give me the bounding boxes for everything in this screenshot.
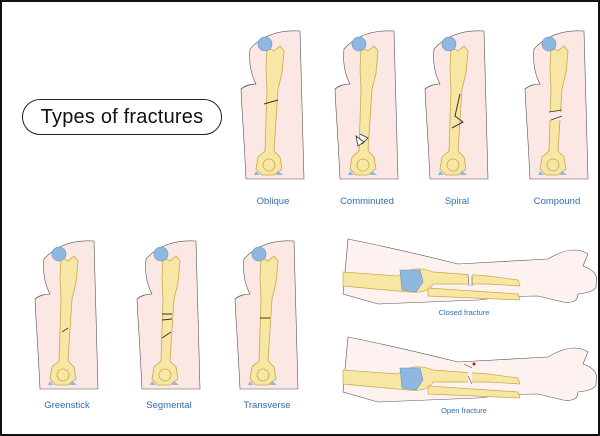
arm-open-fracture-illustration	[338, 332, 598, 412]
femur-spiral-illustration	[422, 24, 492, 184]
femur-compound-illustration	[522, 24, 592, 184]
arm-closed-fracture-illustration	[338, 234, 598, 314]
fracture-label: Spiral	[444, 196, 470, 207]
fracture-panel-segmental: Segmental	[134, 234, 204, 424]
fracture-label: Comminuted	[340, 196, 394, 207]
femur-oblique-illustration	[238, 24, 308, 184]
fracture-panel-compound: Compound	[522, 24, 592, 214]
fracture-label: Open fracture	[441, 406, 487, 415]
femur-segmental-illustration	[134, 234, 204, 394]
fracture-label: Segmental	[146, 400, 192, 411]
fracture-label: Greenstick	[44, 400, 90, 411]
femur-comminuted-illustration	[332, 24, 402, 184]
fracture-label: Closed fracture	[438, 308, 490, 317]
arm-panel-closed: Closed fracture	[338, 234, 598, 324]
fracture-panel-spiral: Spiral	[422, 24, 492, 214]
fracture-label: Oblique	[256, 196, 290, 207]
fracture-label: Compound	[533, 196, 581, 207]
fracture-panel-greenstick: Greenstick	[32, 234, 102, 424]
femur-transverse-illustration	[232, 234, 302, 394]
femur-greenstick-illustration	[32, 234, 102, 394]
fracture-panel-transverse: Transverse	[232, 234, 302, 424]
fracture-panel-oblique: Oblique	[238, 24, 308, 214]
fracture-panel-comminuted: Comminuted	[332, 24, 402, 214]
diagram-title: Types of fractures	[22, 99, 222, 135]
fracture-label: Transverse	[243, 400, 291, 411]
arm-panel-open: Open fracture	[338, 332, 598, 422]
